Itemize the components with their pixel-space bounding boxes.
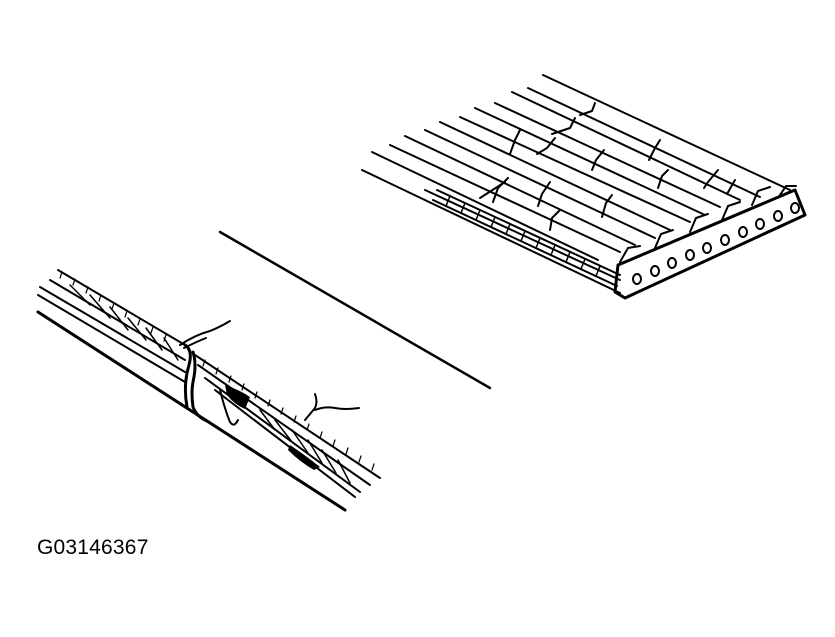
separator-line <box>218 230 492 390</box>
belt-isometric-view <box>361 74 807 300</box>
belt-cross-section-view <box>36 269 381 512</box>
figure-id-label: G03146367 <box>37 536 149 559</box>
